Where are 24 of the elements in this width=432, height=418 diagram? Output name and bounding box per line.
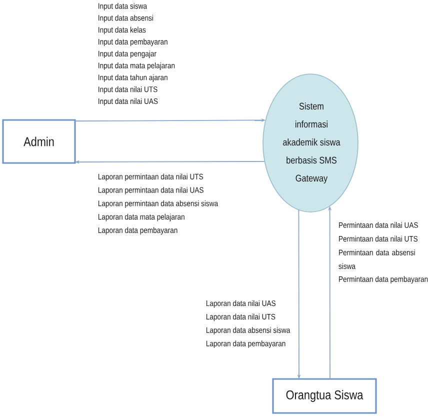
flow-label: Input data kelas [98, 26, 146, 34]
flow-label: Permintaan data nilai UAS [339, 222, 418, 228]
flow-label: Input data pengajar [98, 50, 156, 58]
flow-label: Permintaan data pembayaran [339, 276, 428, 284]
flow-label: Laporan data absensi siswa [206, 327, 290, 335]
entity-box: Admin [2, 119, 76, 164]
flow-label: Laporan data nilai UAS [206, 300, 276, 308]
flow-label: Input data mata pelajaran [98, 62, 175, 70]
flow-label: Laporan data pembayaran [98, 227, 178, 235]
flow-label: Laporan data pembayaran [206, 340, 286, 348]
flow-label: Laporan data nilai UTS [206, 314, 276, 322]
flow-label: Input data nilai UTS [98, 86, 158, 94]
flow-label: Input data tahun ajaran [98, 74, 168, 82]
flow-label: Permintaan data absensi siswa [338, 249, 415, 270]
flow-label: Laporan permintaan data nilai UTS [98, 174, 204, 182]
flow-label: Laporan data mata pelajaran [98, 214, 184, 222]
flow-label: Permintaan data nilai UTS [339, 236, 418, 242]
flow-label: Input data siswa [98, 2, 148, 10]
flow-label: Input data absensi [98, 14, 153, 22]
flow-label: Input data nilai UAS [98, 98, 158, 106]
flow-label: Input data pembayaran [98, 38, 168, 46]
flow-label: Laporan permintaan data absensi siswa [98, 200, 218, 208]
entity-box: Orangtua Siswa [272, 378, 377, 414]
flow-label: Laporan permintaan data nilai UAS [98, 186, 204, 194]
